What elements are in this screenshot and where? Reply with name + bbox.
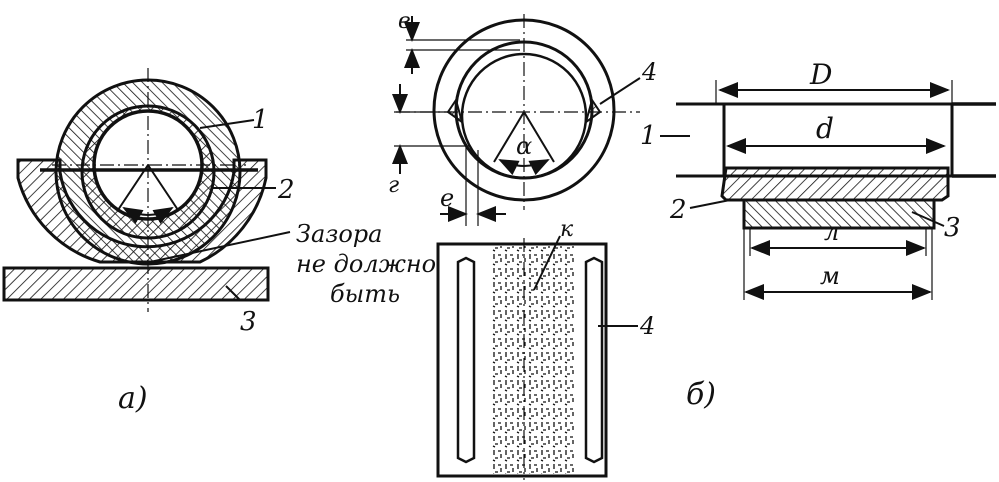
- dim-l-label: л: [824, 218, 839, 246]
- leader-1: [199, 119, 255, 129]
- leader-note: [149, 231, 291, 263]
- groove-left: [446, 97, 464, 125]
- caption-a: а): [118, 381, 148, 416]
- leader-3-b: [911, 211, 945, 227]
- callout-2-a: 2: [277, 175, 295, 205]
- note-line-1: Зазора: [296, 220, 382, 248]
- slot-left: [456, 256, 476, 464]
- mark-k: к: [560, 217, 574, 242]
- figure-a: 1 2 3 Зазора не должно быть а): [2, 68, 436, 416]
- dim-D-label: D: [809, 58, 832, 91]
- dim-g-label: г: [388, 173, 399, 198]
- leader-3: [225, 285, 241, 301]
- callout-1-a: 1: [252, 105, 269, 135]
- caption-b: б): [686, 377, 716, 412]
- dim-e-label: е: [440, 184, 454, 212]
- slot-right: [584, 256, 604, 464]
- note-line-3: быть: [330, 280, 400, 308]
- callout-2-b: 2: [669, 195, 687, 225]
- mid-angle-wedge: [493, 111, 555, 163]
- housing-b: [742, 198, 936, 230]
- callout-4-top: 4: [641, 58, 657, 86]
- angle-alpha: α: [516, 132, 532, 160]
- dim-m-label: м: [820, 262, 840, 290]
- bushing-flange: [720, 166, 950, 202]
- leader-k: [533, 235, 561, 291]
- mid-angle-arc: [498, 159, 550, 176]
- figure-mid-top: α в г е 4: [388, 9, 657, 226]
- angle-arc: [122, 206, 174, 224]
- shaft-b: [676, 102, 954, 178]
- angle-wedge: [117, 164, 179, 211]
- dim-v-label: в: [398, 9, 411, 34]
- figure-b: D d л м 1 2 3 б): [640, 58, 996, 412]
- figure-mid-bottom: к 4: [436, 217, 655, 480]
- note-line-2: не должно: [296, 250, 436, 278]
- contact-zone: [490, 246, 574, 474]
- callout-3-b: 3: [944, 213, 961, 243]
- callout-3-a: 3: [240, 307, 257, 337]
- leader-4-top: [599, 77, 641, 105]
- leader-2-b: [689, 199, 731, 209]
- dim-d-label: d: [816, 112, 834, 145]
- groove-right: [584, 97, 602, 125]
- base-plate: [2, 266, 270, 302]
- callout-1-b: 1: [640, 121, 657, 151]
- callout-4-bottom: 4: [639, 312, 655, 340]
